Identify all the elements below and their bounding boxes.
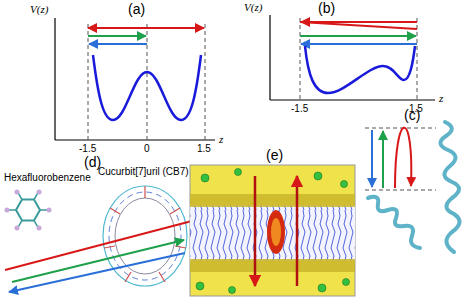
ion — [341, 181, 348, 188]
ion — [196, 282, 204, 290]
y-axis — [269, 15, 270, 100]
blue-arrow — [371, 130, 373, 187]
blue-arrow — [301, 43, 417, 45]
panel-e — [190, 165, 355, 296]
membrane-core — [190, 205, 355, 261]
potential-curve — [305, 46, 415, 93]
panel-letter: (a) — [128, 2, 145, 17]
panel-letter: (e) — [266, 148, 283, 163]
x-axis — [55, 139, 215, 140]
panel-b — [270, 15, 435, 100]
ion — [229, 287, 236, 294]
axis-label: V(z) — [244, 1, 262, 13]
red-arrow — [296, 176, 299, 286]
atom — [15, 226, 20, 231]
headgroup-band — [190, 259, 355, 272]
fluorine-atoms — [5, 190, 52, 231]
ion — [318, 284, 326, 292]
y-axis — [54, 18, 55, 140]
ring-outline — [103, 186, 187, 286]
dashed-line — [417, 18, 418, 100]
axis-label: z — [219, 133, 223, 145]
atom — [47, 208, 52, 213]
green-arrow — [88, 35, 146, 37]
ion — [314, 172, 322, 180]
fluorine-bonds — [8, 193, 48, 228]
x-axis — [270, 99, 435, 100]
atom — [5, 208, 10, 213]
blue-arrow — [89, 43, 147, 45]
panel-a — [55, 18, 215, 140]
red-arrow — [300, 22, 417, 29]
ions — [196, 169, 350, 294]
red-loop-arrow — [395, 128, 411, 188]
cb7-ring — [103, 186, 187, 286]
dashed-line — [300, 18, 301, 100]
atom — [37, 226, 42, 231]
dashed-line — [88, 24, 89, 140]
green-arrow — [300, 35, 416, 37]
lipid-tails — [190, 205, 355, 261]
atom — [15, 190, 20, 195]
molecule-name: Cucurbit[7]uril (CB7) — [98, 166, 189, 177]
panel-c — [365, 122, 460, 252]
benzene-ring — [16, 200, 40, 221]
green-arrow — [12, 240, 184, 282]
red-arrow — [88, 27, 204, 29]
blue-arrow — [9, 253, 185, 292]
peptide-helix — [368, 197, 420, 248]
tick-label: 0 — [144, 143, 150, 154]
potential-curve — [93, 55, 201, 120]
ion — [343, 279, 350, 286]
panel-letter: (b) — [318, 1, 335, 16]
red-arrow — [254, 176, 257, 286]
solute-molecule — [267, 210, 285, 254]
axis-label: z — [439, 92, 443, 104]
tick-label: -1.5 — [79, 143, 96, 154]
solute-molecule — [271, 218, 281, 246]
ion — [201, 174, 209, 182]
peptide-helix — [440, 122, 459, 252]
green-arrow — [382, 131, 384, 188]
molecule-name: Hexafluorobenzene — [4, 172, 91, 183]
water-box — [190, 165, 355, 296]
dashed-line — [365, 190, 436, 191]
dashed-line — [205, 24, 206, 140]
axis-label: V(z) — [30, 3, 48, 15]
panel-letter: (d) — [84, 155, 101, 170]
panel-letter: (c) — [404, 108, 420, 123]
headgroup-band — [190, 194, 355, 207]
tick-label: -1.5 — [291, 103, 308, 114]
ion — [235, 169, 242, 176]
dashed-line — [365, 128, 436, 129]
atom — [37, 190, 42, 195]
dashed-line — [147, 24, 148, 140]
tick-label: 1.5 — [197, 143, 211, 154]
